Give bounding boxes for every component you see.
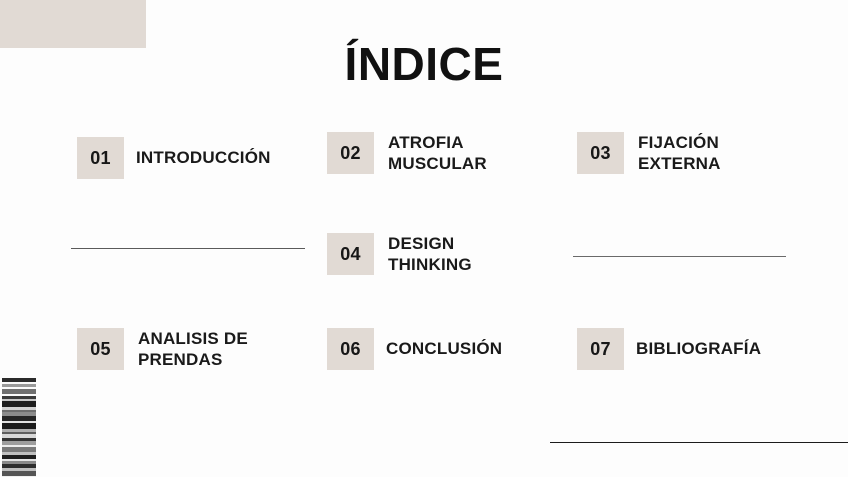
index-entry-05[interactable]: 05 ANALISIS DE PRENDAS	[77, 328, 248, 371]
entry-number-01: 01	[77, 137, 124, 179]
beige-corner-block	[0, 0, 146, 48]
index-entry-03[interactable]: 03 FIJACIÓN EXTERNA	[577, 132, 721, 175]
barcode-bar	[2, 378, 36, 382]
barcode-bar	[2, 416, 36, 421]
barcode-bar	[2, 445, 36, 447]
barcode-bar	[2, 441, 36, 445]
barcode-bar	[2, 387, 36, 389]
barcode-bar	[2, 396, 36, 399]
barcode-bar	[2, 394, 36, 396]
divider-line-right	[573, 256, 786, 257]
entry-number-03: 03	[577, 132, 624, 175]
barcode-bar	[2, 438, 36, 441]
index-entry-06[interactable]: 06 CONCLUSIÓN	[327, 328, 502, 370]
barcode-bar	[2, 399, 36, 401]
entry-number-05: 05	[77, 328, 124, 371]
page-title: ÍNDICE	[344, 38, 504, 90]
barcode-bar	[2, 464, 36, 468]
barcode-bar	[2, 468, 36, 471]
divider-line-left	[71, 248, 305, 249]
barcode-bar	[2, 384, 36, 387]
barcode-bar	[2, 452, 36, 455]
index-entry-07[interactable]: 07 BIBLIOGRAFÍA	[577, 328, 761, 370]
barcode-bar	[2, 447, 36, 452]
barcode-bar	[2, 455, 36, 459]
barcode-bar	[2, 461, 36, 464]
entry-label-01: INTRODUCCIÓN	[136, 148, 271, 168]
barcode-graphic	[2, 378, 36, 477]
barcode-bar	[2, 434, 36, 438]
entry-label-05: ANALISIS DE PRENDAS	[138, 329, 248, 370]
entry-label-02: ATROFIA MUSCULAR	[388, 133, 487, 174]
entry-number-02: 02	[327, 132, 374, 175]
barcode-bar	[2, 459, 36, 461]
barcode-bar	[2, 389, 36, 394]
entry-label-03: FIJACIÓN EXTERNA	[638, 133, 721, 174]
barcode-bar	[2, 382, 36, 384]
index-entry-01[interactable]: 01 INTRODUCCIÓN	[77, 137, 271, 179]
entry-label-06: CONCLUSIÓN	[386, 339, 503, 359]
barcode-bar	[2, 432, 36, 434]
barcode-bar	[2, 412, 36, 416]
entry-number-04: 04	[327, 233, 374, 276]
entry-label-04: DESIGN THINKING	[388, 234, 472, 275]
barcode-bar	[2, 421, 36, 423]
entry-number-06: 06	[327, 328, 374, 370]
entry-number-07: 07	[577, 328, 624, 370]
index-entry-04[interactable]: 04 DESIGN THINKING	[327, 233, 472, 276]
index-entry-02[interactable]: 02 ATROFIA MUSCULAR	[327, 132, 487, 175]
barcode-bar	[2, 429, 36, 432]
barcode-bar	[2, 407, 36, 410]
divider-line-bottom	[550, 442, 848, 443]
barcode-bar	[2, 471, 36, 476]
entry-label-07: BIBLIOGRAFÍA	[636, 339, 762, 359]
barcode-bar	[2, 410, 36, 412]
barcode-bar	[2, 401, 36, 407]
barcode-bar	[2, 423, 36, 429]
